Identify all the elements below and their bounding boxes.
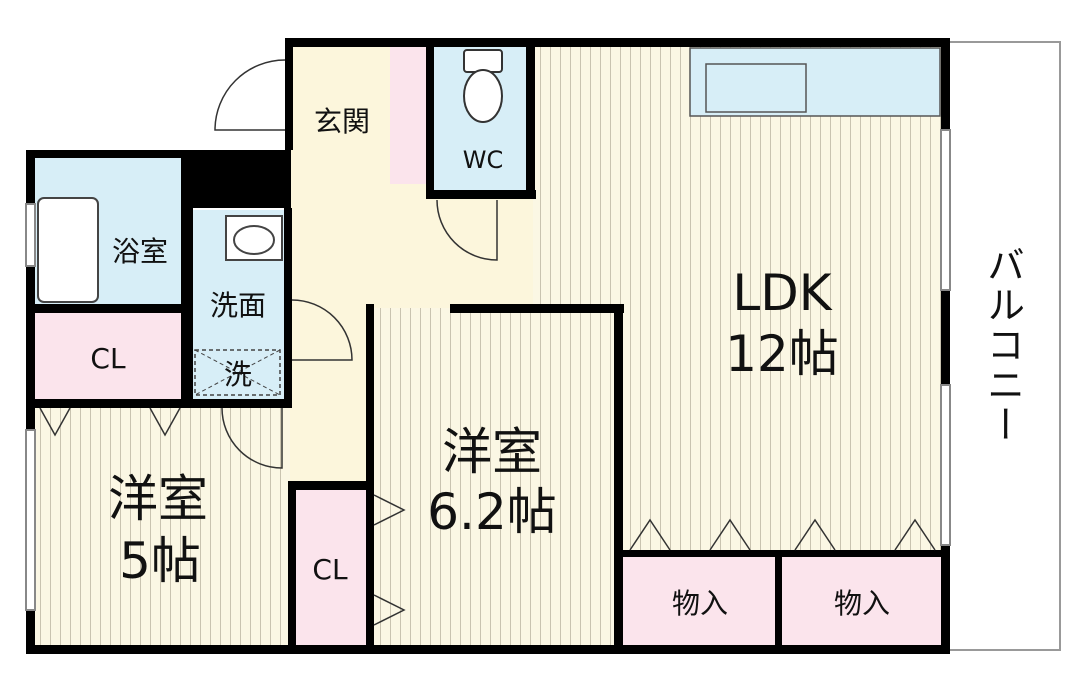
genkan-label: 玄関 (313, 105, 371, 138)
western-6-2-floor (370, 308, 620, 648)
ldk-size: 12帖 (725, 324, 839, 383)
western-6-2-name: 洋室 (442, 422, 542, 481)
toilet-icon (463, 49, 503, 123)
balcony-area (947, 41, 1061, 651)
washroom-label: 洗面 (209, 289, 267, 322)
hallway-floor-lower (290, 308, 370, 488)
ldk-name: LDK (732, 263, 832, 322)
closet-mid-label: CL (312, 553, 348, 586)
kitchen-sink (705, 63, 807, 113)
storage-2-floor (780, 555, 945, 648)
hallway-floor (290, 184, 533, 308)
entrance-step (390, 42, 430, 184)
balcony-label: バルコニー (980, 245, 1025, 445)
western-5-size: 5帖 (119, 531, 201, 590)
storage-1-label: 物入 (671, 587, 729, 620)
wc-label: WC (462, 146, 504, 174)
closet-left-floor (30, 312, 185, 400)
closet-mid-floor (290, 488, 370, 648)
windows (25, 129, 951, 611)
washing-machine-icon (194, 349, 281, 396)
western-5-floor (30, 405, 290, 648)
western-6-2-size: 6.2帖 (427, 482, 557, 541)
bathtub-icon (37, 197, 99, 303)
closet-doors (39, 407, 936, 626)
washbasin-icon (225, 215, 283, 261)
storage-2-label: 物入 (833, 587, 891, 620)
walls (26, 38, 950, 654)
closet-left-label: CL (90, 342, 126, 375)
western-5-name: 洋室 (108, 469, 208, 528)
door-swings (214, 59, 498, 469)
bath-label: 浴室 (111, 235, 169, 268)
storage-1-floor (620, 555, 780, 648)
washer-label: 洗 (223, 358, 253, 391)
